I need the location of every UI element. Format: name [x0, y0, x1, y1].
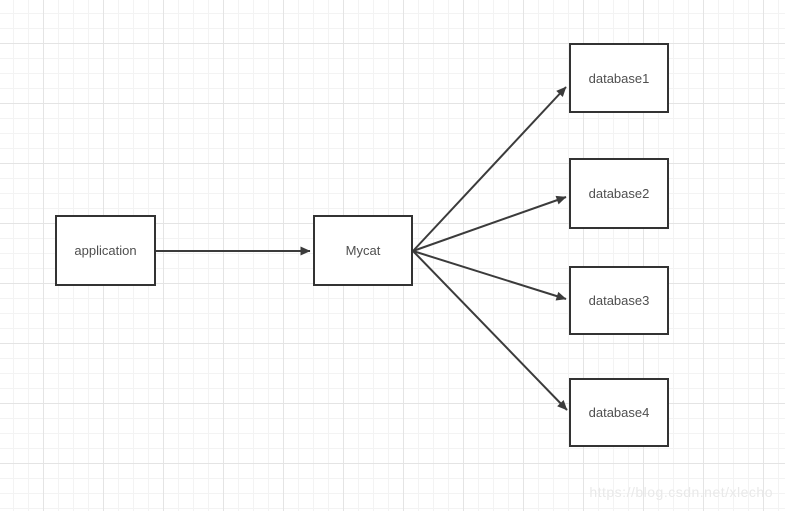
edge-mycat-database2 [412, 195, 567, 252]
edge-mycat-database4 [412, 250, 568, 411]
node-application: application [55, 215, 156, 286]
node-application-label: application [74, 243, 137, 258]
node-database1-label: database1 [588, 70, 650, 86]
node-mycat: Mycat [313, 215, 413, 286]
edge-mycat-database1 [412, 86, 567, 252]
watermark: https://blog.csdn.net/xlecho [589, 484, 773, 500]
node-database4: database4 [569, 378, 669, 447]
node-database3: database3 [569, 266, 669, 335]
node-database2-label: database2 [588, 186, 650, 201]
node-database3-label: database3 [588, 293, 650, 308]
node-database1: database1 [569, 43, 669, 113]
node-database4-label: database4 [588, 405, 650, 420]
edge-mycat-database3 [412, 250, 567, 301]
node-mycat-label: Mycat [345, 243, 381, 258]
node-database2: database2 [569, 158, 669, 229]
